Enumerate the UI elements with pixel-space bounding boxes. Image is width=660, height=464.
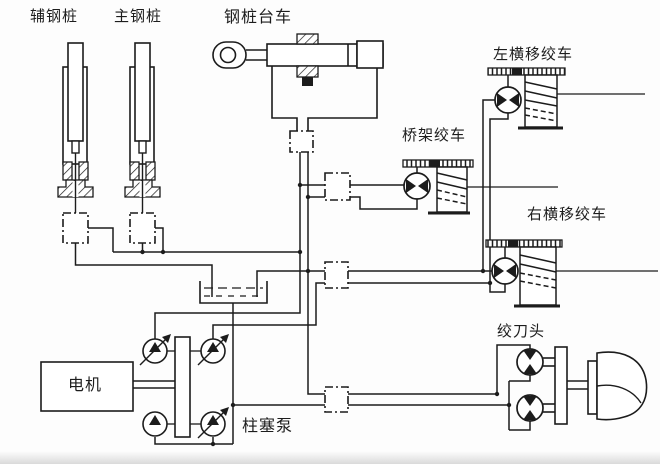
right-swing-winch: [485, 239, 563, 308]
cutter-gearbox: [554, 346, 568, 425]
cutter-motor-upper: [516, 348, 544, 376]
cutter-head-shape: [596, 351, 648, 421]
pile-trolley-cylinder: [212, 33, 384, 153]
main-pile-cylinder: [124, 42, 161, 244]
label-aux-pile: 辅钢桩: [30, 8, 79, 25]
motor-box: [40, 361, 134, 412]
valve-blocks: [324, 172, 351, 413]
swing-winch-valve: [324, 261, 349, 289]
label-pile-trolley: 钢桩台车: [224, 9, 293, 26]
cutter-head-drive: [516, 346, 648, 425]
scan-shadow: [0, 451, 660, 464]
hydraulic-lines: [74, 99, 531, 445]
bridge-winch-motor: [403, 172, 431, 200]
label-plunger-pump: 柱塞泵: [242, 418, 294, 435]
cutter-valve: [324, 386, 349, 413]
aux-pile-cylinder: [57, 42, 94, 244]
label-main-pile: 主钢桩: [114, 8, 163, 25]
oil-tank: [199, 281, 268, 304]
left-swing-winch: [487, 67, 566, 130]
right-swing-winch-motor: [491, 257, 519, 285]
bridge-winch: [402, 159, 474, 215]
label-motor: 电机: [68, 377, 103, 394]
label-bridge-winch: 桥架绞车: [402, 127, 467, 144]
pump-station: [40, 334, 229, 439]
bridge-winch-valve: [324, 172, 351, 201]
cutter-motor-lower: [516, 394, 544, 422]
left-swing-winch-motor: [494, 86, 522, 114]
label-right-swing-winch: 右横移绞车: [527, 206, 608, 223]
pump-gearbox: [174, 336, 191, 438]
junction-dots: [140, 182, 512, 447]
label-left-swing-winch: 左横移绞车: [493, 46, 574, 63]
label-cutter-head: 绞刀头: [497, 323, 546, 340]
